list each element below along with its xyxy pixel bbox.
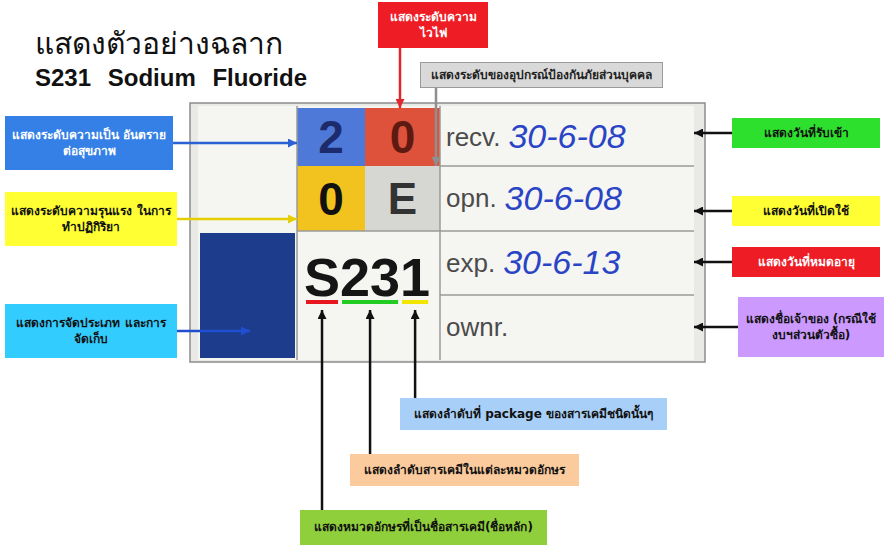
leader-arrow [177, 330, 250, 333]
date-row: exp. 30-6-13 [440, 231, 694, 295]
callout-box: แสดงวันที่รับเข้า [732, 118, 880, 148]
callout-box: แสดงลำดับที่ package ของสารเคมีชนิดนั้นๆ [400, 398, 667, 430]
callout-box: แสดงชื่อเจ้าของ (กรณีใช้งบฯส่วนตัวซื้อ) [738, 297, 884, 357]
field-label: ownr. [446, 313, 508, 342]
leader-arrow [414, 310, 417, 398]
leader-arrow [173, 142, 297, 145]
field-label: exp. [446, 249, 495, 278]
code-cell: S231 [300, 250, 434, 310]
health-color-cell [297, 108, 365, 166]
leader-arrow [435, 88, 438, 166]
callout-text: แสดงหมวดอักษรที่เป็นชื่อสารเคมี(ชื่อหลัก… [314, 519, 533, 535]
hazard-cell: E [365, 166, 440, 231]
callout-box: แสดงวันที่หมดอายุ [732, 247, 880, 277]
callout-text: แสดงลำดับที่ package ของสารเคมีชนิดนั้นๆ [414, 406, 653, 422]
leader-arrow [694, 132, 732, 135]
diagram-subtitle-box: S231 Sodium Fluoride [35, 64, 307, 92]
date-row: recv. 30-6-08 [440, 108, 694, 166]
grid-line [297, 230, 694, 232]
callout-box: แสดงระดับความเป็น อันตรายต่อสุขภาพ [5, 116, 173, 170]
callout-text: แสดงชื่อเจ้าของ (กรณีใช้งบฯส่วนตัวซื้อ) [744, 311, 878, 343]
callout-text: แสดงลำดับสารเคมีในแต่ละหมวดอักษร [364, 462, 565, 478]
leader-arrow [321, 310, 324, 510]
callout-box: แสดงระดับความไวไฟ [378, 2, 488, 48]
ppe-color-cell [365, 166, 440, 231]
hazard-rating: E [388, 177, 417, 221]
callout-box: แสดงการจัดประเภท และการจัดเก็บ [5, 304, 177, 358]
handwritten-date: 30-6-08 [505, 180, 622, 217]
field-label: recv. [446, 123, 500, 152]
callout-text: แสดงระดับความรุนแรง ในการทำปฏิกิริยา [11, 203, 171, 235]
leader-arrow [369, 310, 372, 454]
hazard-rating: 2 [318, 114, 344, 160]
hazard-cell: 0 [365, 108, 440, 166]
field-label: opn. [446, 184, 497, 213]
diagram-subtitle: S231 Sodium Fluoride [35, 64, 307, 91]
hazard-cell: 2 [297, 108, 365, 166]
fire-color-cell [365, 108, 440, 166]
label-grid [297, 106, 694, 360]
callout-text: แสดงวันที่หมดอายุ [758, 254, 855, 270]
leader-arrow [694, 261, 732, 264]
callout-text: แสดงวันที่รับเข้า [764, 125, 849, 141]
callout-text: แสดงระดับของอุปกรณ์ป้องกันภัยส่วนบุคคล [431, 67, 652, 83]
callout-box: แสดงหมวดอักษรที่เป็นชื่อสารเคมี(ชื่อหลัก… [300, 510, 547, 545]
grid-line [440, 165, 694, 167]
handwritten-date: 30-6-08 [508, 118, 625, 155]
callout-text: แสดงระดับความไวไฟ [384, 9, 482, 41]
leader-arrow [694, 210, 732, 213]
handwritten-date: 30-6-13 [503, 244, 620, 281]
date-row: opn. 30-6-08 [440, 166, 694, 231]
grid-line [440, 294, 694, 296]
date-row: ownr. [440, 295, 694, 359]
callout-box: แสดงระดับของอุปกรณ์ป้องกันภัยส่วนบุคคล [420, 62, 663, 88]
hazard-rating: 0 [390, 114, 416, 160]
callout-box: แสดงวันที่เปิดใช้ [732, 196, 880, 226]
callout-box: แสดงลำดับสารเคมีในแต่ละหมวดอักษร [350, 454, 579, 486]
grid-line [439, 106, 441, 360]
hazard-rating: 0 [318, 176, 344, 222]
leader-arrow [399, 48, 402, 108]
leader-arrow [694, 326, 738, 329]
diagram-title: แสดงตัวอย่างฉลาก [35, 26, 283, 61]
callout-text: แสดงระดับความเป็น อันตรายต่อสุขภาพ [11, 127, 167, 159]
leader-arrow [177, 218, 297, 221]
storage-color-square [200, 233, 295, 358]
callout-text: แสดงการจัดประเภท และการจัดเก็บ [11, 315, 171, 347]
reactivity-color-cell [297, 166, 365, 231]
callout-box: แสดงระดับความรุนแรง ในการทำปฏิกิริยา [5, 192, 177, 246]
callout-text: แสดงวันที่เปิดใช้ [763, 203, 849, 219]
chemical-code: S231 [304, 250, 430, 304]
hazard-cell: 0 [297, 166, 365, 231]
diagram-title-box: แสดงตัวอย่างฉลาก [35, 20, 283, 67]
